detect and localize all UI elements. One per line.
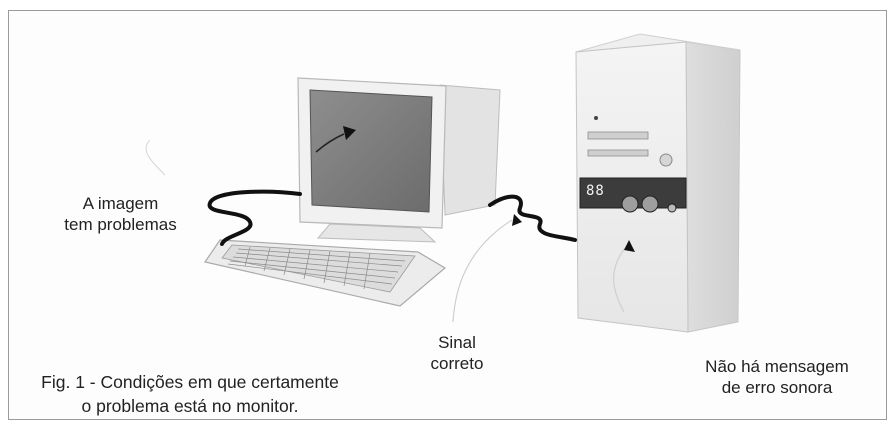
caption-line-1: Fig. 1 - Condições em que certamente bbox=[41, 372, 339, 392]
tower-led-readout: 88 bbox=[586, 183, 605, 199]
label-correct-signal: Sinal correto bbox=[430, 333, 484, 373]
signal-pointer bbox=[452, 214, 522, 323]
image-pointer bbox=[145, 139, 166, 176]
tower-case bbox=[575, 33, 741, 333]
monitor bbox=[297, 77, 501, 243]
monitor-cable bbox=[207, 189, 302, 246]
screen-arrow bbox=[315, 126, 356, 153]
signal-cable bbox=[488, 194, 577, 242]
label-image-problem: A imagem tem problemas bbox=[64, 194, 177, 234]
keyboard bbox=[204, 239, 447, 307]
figure-caption: Fig. 1 - Condições em que certamente o p… bbox=[30, 370, 350, 418]
caption-line-2: o problema está no monitor. bbox=[81, 396, 299, 416]
label-no-beep-error: Não há mensagem de erro sonora bbox=[705, 357, 849, 397]
no-beep-pointer bbox=[613, 240, 635, 313]
